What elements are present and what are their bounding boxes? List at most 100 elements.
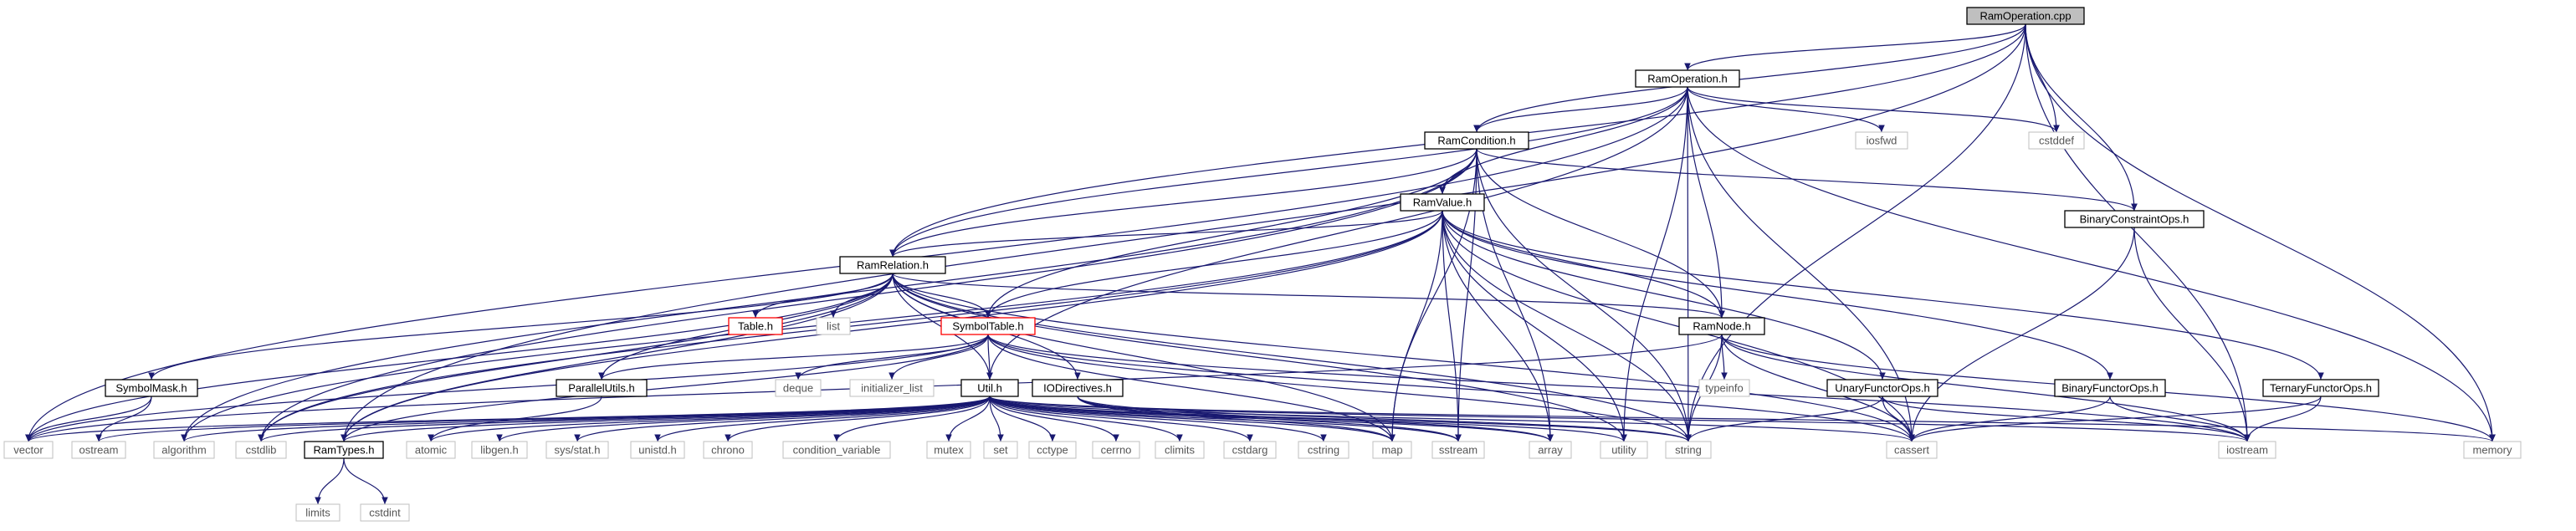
node-libgen-h: libgen.h <box>471 441 528 459</box>
edge-parallelutils-h-to-atomic <box>428 396 602 442</box>
node-box <box>1966 7 2085 25</box>
node-label: string <box>1675 444 1702 457</box>
edge-ramoperation-h-to-string <box>1685 86 1692 442</box>
node-label: mutex <box>934 444 964 457</box>
node-box <box>1826 379 1938 397</box>
node-ramcondition-h[interactable]: RamCondition.h <box>1424 131 1529 150</box>
node-util-h[interactable]: Util.h <box>960 379 1019 397</box>
edge-ramnode-h-to-iostream <box>1721 334 2251 442</box>
edge-ramoperation-h-to-ramnode-h <box>1687 86 1725 319</box>
node-box <box>1665 441 1712 459</box>
edge-ramtypes-h-to-limits <box>315 457 345 505</box>
edge-symboltable-h-to-string <box>987 334 1692 442</box>
node-table-h[interactable]: Table.h <box>728 317 783 335</box>
node-label: RamValue.h <box>1413 197 1472 209</box>
node-ramnode-h[interactable]: RamNode.h <box>1678 317 1765 335</box>
edge-ramcondition-h-to-ramnode-h <box>1476 148 1725 319</box>
edge-ramoperation-cpp-to-iostream <box>2025 23 2251 442</box>
node-ramoperation-cpp[interactable]: RamOperation.cpp <box>1966 7 2085 25</box>
edge-ramoperation-cpp-to-memory <box>2025 23 2496 442</box>
edge-ramvalue-h-to-utility <box>1442 210 1627 442</box>
edge-symboltable-h-to-deque <box>795 334 989 380</box>
node-symboltable-h[interactable]: SymbolTable.h <box>940 317 1036 335</box>
node-symbolmask-h[interactable]: SymbolMask.h <box>105 379 198 397</box>
node-label: BinaryFunctorOps.h <box>2061 382 2159 395</box>
node-unaryfunctorops-h[interactable]: UnaryFunctorOps.h <box>1826 379 1938 397</box>
edge-ramvalue-h-to-ternaryfunctorops-h <box>1442 210 2324 380</box>
edge-ramvalue-h-to-binaryfunctorops-h <box>1442 210 2113 380</box>
edge-ramvalue-h-to-unaryfunctorops-h <box>1442 210 1886 380</box>
node-box <box>703 441 753 459</box>
node-label: cassert <box>1894 444 1929 457</box>
node-ternaryfunctorops-h[interactable]: TernaryFunctorOps.h <box>2262 379 2379 397</box>
node-box <box>406 441 456 459</box>
node-label: sstream <box>1439 444 1477 457</box>
node-iodirectives-h[interactable]: IODirectives.h <box>1032 379 1124 397</box>
node-parallelutils-h[interactable]: ParallelUtils.h <box>556 379 648 397</box>
node-binaryfunctorops-h[interactable]: BinaryFunctorOps.h <box>2054 379 2166 397</box>
edge-symboltable-h-to-parallelutils-h <box>598 334 989 380</box>
node-label: atomic <box>415 444 448 457</box>
edge-util-h-to-iostream <box>989 396 2251 442</box>
node-cctype: cctype <box>1028 441 1077 459</box>
node-box <box>1028 441 1077 459</box>
node-ramtypes-h[interactable]: RamTypes.h <box>304 441 384 459</box>
node-label: condition_variable <box>793 444 881 457</box>
edge-binaryfunctorops-h-to-iostream <box>2109 396 2251 442</box>
edge-util-h-to-unistd-h <box>654 396 991 442</box>
edge-util-h-to-sys-stat-h <box>574 396 991 442</box>
edge-ramtypes-h-to-cstdint <box>343 457 388 505</box>
node-box <box>782 441 891 459</box>
node-label: SymbolTable.h <box>952 320 1023 333</box>
node-cstdarg: cstdarg <box>1223 441 1277 459</box>
node-box <box>471 441 528 459</box>
node-cstddef: cstddef <box>2028 131 2085 150</box>
node-iostream: iostream <box>2218 441 2276 459</box>
edge-ramoperation-cpp-to-ramcondition-h <box>1473 23 2026 133</box>
node-binaryconstraintops-h[interactable]: BinaryConstraintOps.h <box>2064 210 2205 228</box>
node-ramvalue-h[interactable]: RamValue.h <box>1400 193 1485 212</box>
edge-ramoperation-h-to-utility <box>1621 86 1688 442</box>
edge-ramrelation-h-to-list <box>830 273 894 319</box>
node-box <box>1431 441 1485 459</box>
edge-ramvalue-h-to-sstream <box>1442 210 1462 442</box>
node-box <box>235 441 287 459</box>
edge-util-h-to-chrono <box>725 396 991 442</box>
edge-util-h-to-condition-variable <box>833 396 991 442</box>
node-box <box>304 441 384 459</box>
node-cstring: cstring <box>1298 441 1349 459</box>
edge-unaryfunctorops-h-to-string <box>1685 396 1883 442</box>
node-limits: limits <box>295 503 341 522</box>
edge-ramrelation-h-to-ramnode-h <box>892 273 1725 319</box>
node-deque: deque <box>775 379 822 397</box>
node-label: RamOperation.h <box>1647 73 1727 85</box>
node-cstdint: cstdint <box>360 503 410 522</box>
node-label: cstdlib <box>246 444 277 457</box>
edge-symbolmask-h-to-vector <box>25 396 152 442</box>
edge-ternaryfunctorops-h-to-cassert <box>1908 396 2322 442</box>
node-ramrelation-h[interactable]: RamRelation.h <box>839 256 946 274</box>
node-label: iosfwd <box>1867 135 1897 147</box>
edge-iodirectives-h-to-sstream <box>1077 396 1462 442</box>
node-iosfwd: iosfwd <box>1855 131 1908 150</box>
edge-util-h-to-cerrno <box>989 396 1119 442</box>
node-ramoperation-h[interactable]: RamOperation.h <box>1635 69 1740 88</box>
node-box <box>1223 441 1277 459</box>
node-label: ParallelUtils.h <box>568 382 634 395</box>
node-label: RamOperation.cpp <box>1979 10 2071 23</box>
node-label: cstring <box>1308 444 1339 457</box>
edge-util-h-to-cstdlib <box>258 396 991 442</box>
edge-util-h-to-map <box>989 396 1396 442</box>
node-box <box>2218 441 2276 459</box>
node-sys-stat-h: sys/stat.h <box>545 441 609 459</box>
edge-util-h-to-cstring <box>989 396 1327 442</box>
node-chrono: chrono <box>703 441 753 459</box>
edge-iodirectives-h-to-array <box>1077 396 1554 442</box>
node-label: limits <box>305 507 330 519</box>
node-label: memory <box>2473 444 2512 457</box>
edge-ramcondition-h-to-array <box>1476 148 1554 442</box>
edge-util-h-to-string <box>989 396 1692 442</box>
edge-util-h-to-cassert <box>989 396 1915 442</box>
node-label: UnaryFunctorOps.h <box>1835 382 1929 395</box>
